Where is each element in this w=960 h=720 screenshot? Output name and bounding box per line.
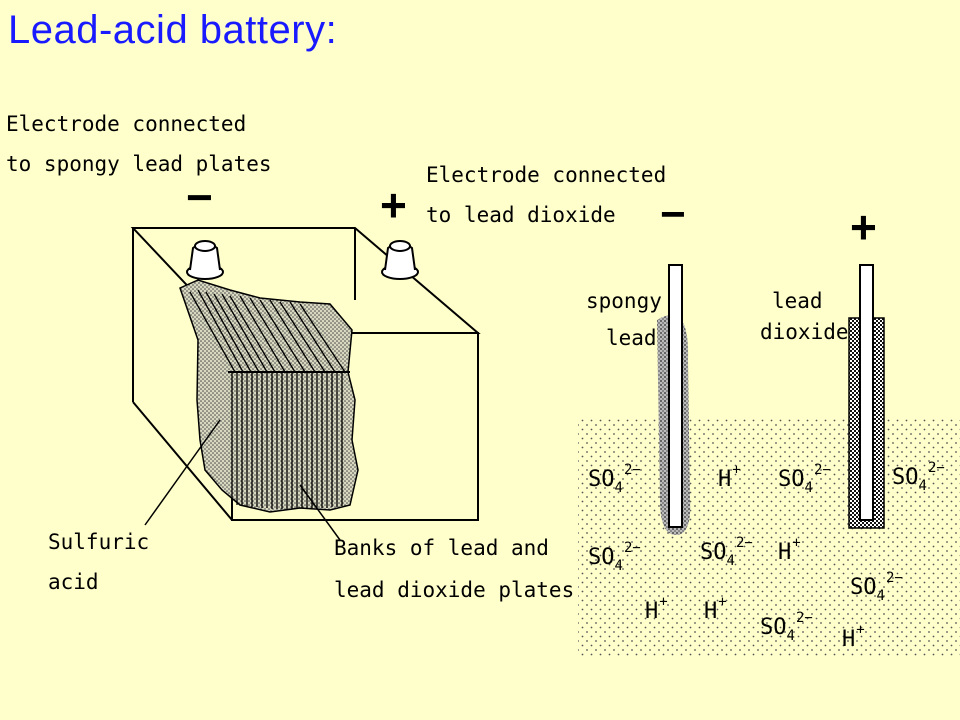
hydrogen-ion: H+	[778, 535, 801, 565]
battery-positive-sign: +	[380, 179, 407, 231]
sulfate-ion: SO42−	[588, 540, 641, 574]
hydrogen-ion: H+	[842, 622, 865, 652]
lead-dioxide-label-line1: lead	[772, 289, 823, 313]
plates-leader-line	[299, 484, 341, 541]
lead-dioxide-label-line2: dioxide	[760, 320, 849, 344]
hydrogen-ion: H+	[645, 594, 668, 624]
hydrogen-ion: H+	[704, 594, 727, 624]
cell-positive-sign: +	[850, 201, 877, 253]
plates-label-line1: Banks of lead and	[334, 536, 549, 560]
pos-electrode-label-line1: Electrode connected	[426, 163, 667, 187]
sulfate-ion: SO42−	[588, 462, 641, 496]
spongy-lead-label-line2: lead	[606, 326, 657, 350]
acid-label-line2: acid	[48, 570, 99, 594]
sulfate-ion: SO42−	[700, 535, 753, 569]
sulfate-ion: SO42−	[760, 610, 813, 644]
plates-label-line2: lead dioxide plates	[334, 578, 575, 602]
electrolyte-solution	[578, 418, 960, 658]
spongy-lead-electrode	[657, 264, 691, 535]
sulfate-ion: SO42−	[850, 570, 903, 604]
page-title: Lead-acid battery:	[8, 8, 338, 52]
battery-negative-sign: −	[186, 171, 213, 223]
sulfate-ion: SO42−	[892, 460, 945, 494]
pos-electrode-label-line2: to lead dioxide	[426, 203, 616, 227]
acid-label-line1: Sulfuric	[48, 530, 150, 554]
hydrogen-ion: H+	[718, 462, 741, 492]
lead-dioxide-electrode	[848, 264, 885, 529]
positive-terminal	[381, 240, 419, 280]
neg-electrode-label-line1: Electrode connected	[6, 112, 247, 136]
neg-electrode-label-line2: to spongy lead plates	[6, 152, 272, 176]
plate-bank	[179, 279, 359, 513]
sulfate-ion: SO42−	[778, 462, 831, 496]
acid-leader-line	[144, 419, 221, 526]
cell-negative-sign: −	[660, 190, 686, 239]
spongy-lead-label-line1: spongy	[586, 289, 662, 313]
negative-terminal	[186, 240, 224, 280]
